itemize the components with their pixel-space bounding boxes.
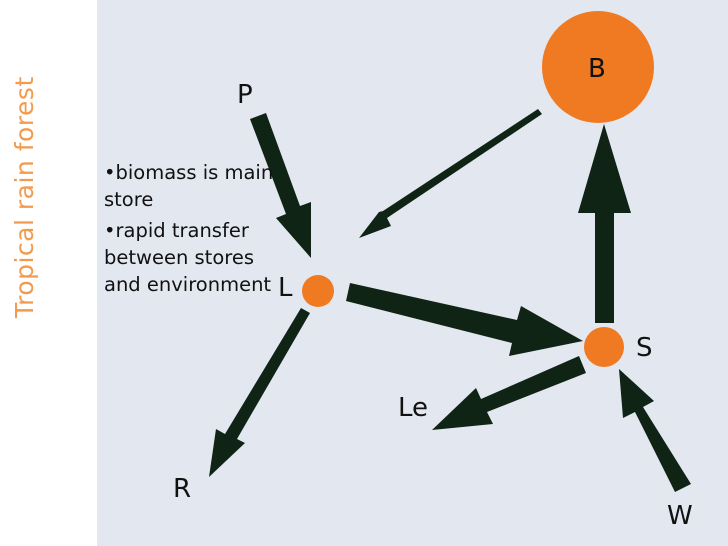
label-l: L [278,273,293,303]
label-le: Le [398,393,429,423]
label-r: R [173,474,192,504]
label-s: S [636,333,653,363]
node-s-soil [584,327,624,367]
label-p: P [237,80,253,110]
arrow-l-to-s [346,283,583,356]
node-b-biomass [542,11,654,123]
sidebar: Tropical rain forest [0,0,97,546]
bullet-biomass: •biomass is main store [104,161,274,211]
arrow-b-to-l [359,109,542,238]
label-b: B [588,54,606,84]
arrow-l-to-r [209,308,310,477]
arrow-w-to-s [619,369,691,492]
label-w: W [667,501,693,531]
bullet-list: •biomass is main store •rapid transfer b… [104,159,279,302]
arrow-p-to-l [250,113,311,258]
node-l-litter [302,275,334,307]
arrow-s-to-le [432,356,586,430]
bullet-rapid-transfer: •rapid transfer between stores and envir… [104,219,272,296]
arrow-s-to-b [578,124,631,323]
